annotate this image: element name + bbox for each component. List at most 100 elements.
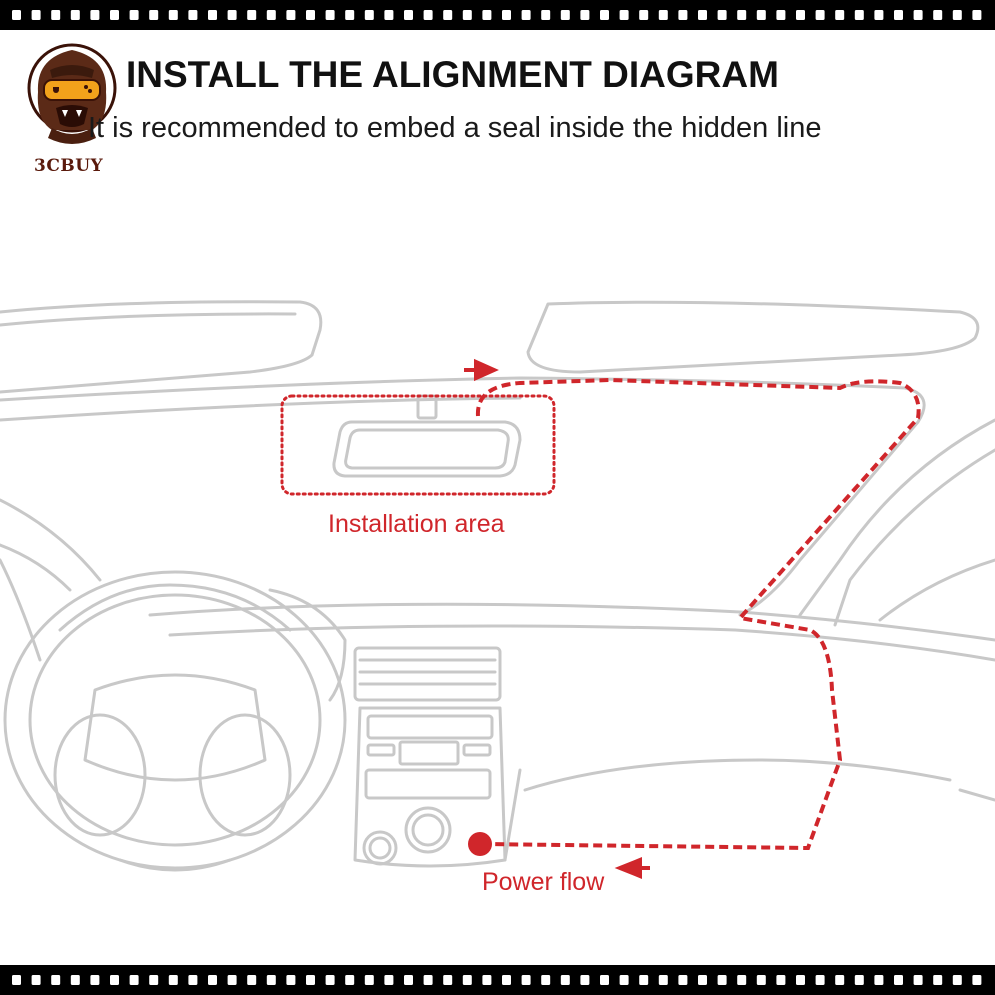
sprocket-hole	[796, 10, 805, 20]
center-air-vent	[353, 646, 502, 702]
page-subtitle: It is recommended to embed a seal inside…	[88, 112, 822, 144]
sprocket-hole	[854, 10, 864, 20]
right-a-pillar	[798, 418, 995, 617]
sprocket-hole	[462, 975, 472, 985]
installation-area-label: Installation area	[328, 510, 505, 538]
sprocket-hole	[404, 975, 413, 985]
sprocket-hole	[70, 975, 80, 985]
sprocket-hole	[541, 10, 551, 20]
sprocket-hole	[894, 975, 903, 985]
sprocket-hole	[678, 975, 688, 985]
sprocket-hole	[913, 10, 923, 20]
console-knob-large	[404, 806, 452, 854]
sprocket-hole	[51, 975, 61, 985]
sprocket-hole	[110, 975, 119, 985]
route-arrow-right-icon	[464, 358, 499, 382]
sprocket-hole	[541, 975, 551, 985]
sprocket-hole	[168, 10, 178, 20]
sprocket-hole	[90, 10, 100, 20]
sprocket-hole	[658, 10, 668, 20]
sprocket-hole	[404, 10, 413, 20]
filmstrip-border-top	[0, 0, 995, 30]
sprocket-hole	[502, 975, 511, 985]
power-source-dot	[468, 832, 492, 856]
right-sun-visor	[526, 300, 980, 374]
sprocket-hole	[129, 975, 139, 985]
sprocket-hole	[737, 10, 747, 20]
power-cable-route	[475, 377, 921, 851]
sprocket-hole	[110, 10, 119, 20]
sprocket-hole	[815, 10, 825, 20]
sprocket-hole	[247, 10, 257, 20]
sprocket-hole	[698, 10, 707, 20]
windshield-top-edge	[0, 376, 926, 617]
sprocket-hole	[717, 975, 727, 985]
sprocket-hole	[286, 975, 296, 985]
sprocket-hole	[306, 975, 315, 985]
steering-wheel-outer	[3, 570, 347, 870]
sprocket-hole	[639, 975, 649, 985]
steering-wheel-hub	[83, 673, 267, 782]
sprocket-hole	[325, 975, 335, 985]
sprocket-hole	[227, 975, 237, 985]
filmstrip-border-bottom	[0, 965, 995, 995]
sprocket-hole	[952, 975, 962, 985]
sprocket-hole	[31, 10, 41, 20]
sprocket-hole	[756, 975, 766, 985]
sprocket-hole	[874, 975, 884, 985]
gorilla-gamer-logo-icon	[27, 43, 117, 144]
sprocket-hole	[933, 975, 943, 985]
route-arrow-left-icon	[614, 857, 650, 879]
sprocket-hole	[678, 10, 688, 20]
sprocket-hole	[658, 975, 668, 985]
sprocket-hole	[560, 975, 570, 985]
rear-view-mirror	[332, 420, 522, 478]
sprocket-hole	[384, 975, 394, 985]
sprocket-hole	[815, 975, 825, 985]
sprocket-hole	[227, 10, 237, 20]
sprocket-hole	[306, 10, 315, 20]
radio-display	[398, 740, 460, 766]
sprocket-hole	[600, 10, 609, 20]
sprocket-hole	[619, 975, 629, 985]
sprocket-hole	[12, 975, 21, 985]
sprocket-hole	[51, 10, 61, 20]
sprocket-hole	[560, 10, 570, 20]
sprocket-hole	[854, 975, 864, 985]
glove-box	[523, 758, 952, 792]
sprocket-hole	[913, 975, 923, 985]
brand-logo	[22, 40, 122, 180]
sprocket-hole	[972, 10, 982, 20]
sprocket-hole	[580, 975, 590, 985]
sprocket-hole	[482, 975, 492, 985]
brand-name: 3CBUY	[34, 156, 104, 176]
dashboard-top	[148, 602, 995, 642]
sprocket-hole	[149, 975, 159, 985]
left-sun-visor	[0, 300, 323, 394]
filmstrip-holes-top	[12, 10, 982, 20]
sprocket-hole	[502, 10, 511, 20]
sprocket-hole	[796, 975, 805, 985]
sprocket-hole	[12, 10, 21, 20]
sprocket-hole	[168, 975, 178, 985]
sprocket-hole	[188, 10, 198, 20]
car-interior-diagram	[0, 300, 995, 879]
sprocket-hole	[443, 10, 453, 20]
sprocket-hole	[443, 975, 453, 985]
sprocket-hole	[31, 975, 41, 985]
sprocket-hole	[90, 975, 100, 985]
sprocket-hole	[835, 10, 845, 20]
sprocket-hole	[364, 10, 374, 20]
sprocket-hole	[972, 975, 982, 985]
sprocket-hole	[345, 10, 355, 20]
sprocket-hole	[325, 10, 335, 20]
sprocket-hole	[756, 10, 766, 20]
sprocket-hole	[717, 10, 727, 20]
sprocket-hole	[247, 975, 257, 985]
power-flow-label: Power flow	[482, 868, 605, 896]
sprocket-hole	[952, 10, 962, 20]
sprocket-hole	[149, 10, 159, 20]
sprocket-hole	[933, 10, 943, 20]
sprocket-hole	[698, 975, 707, 985]
installation-area-box	[280, 394, 556, 496]
